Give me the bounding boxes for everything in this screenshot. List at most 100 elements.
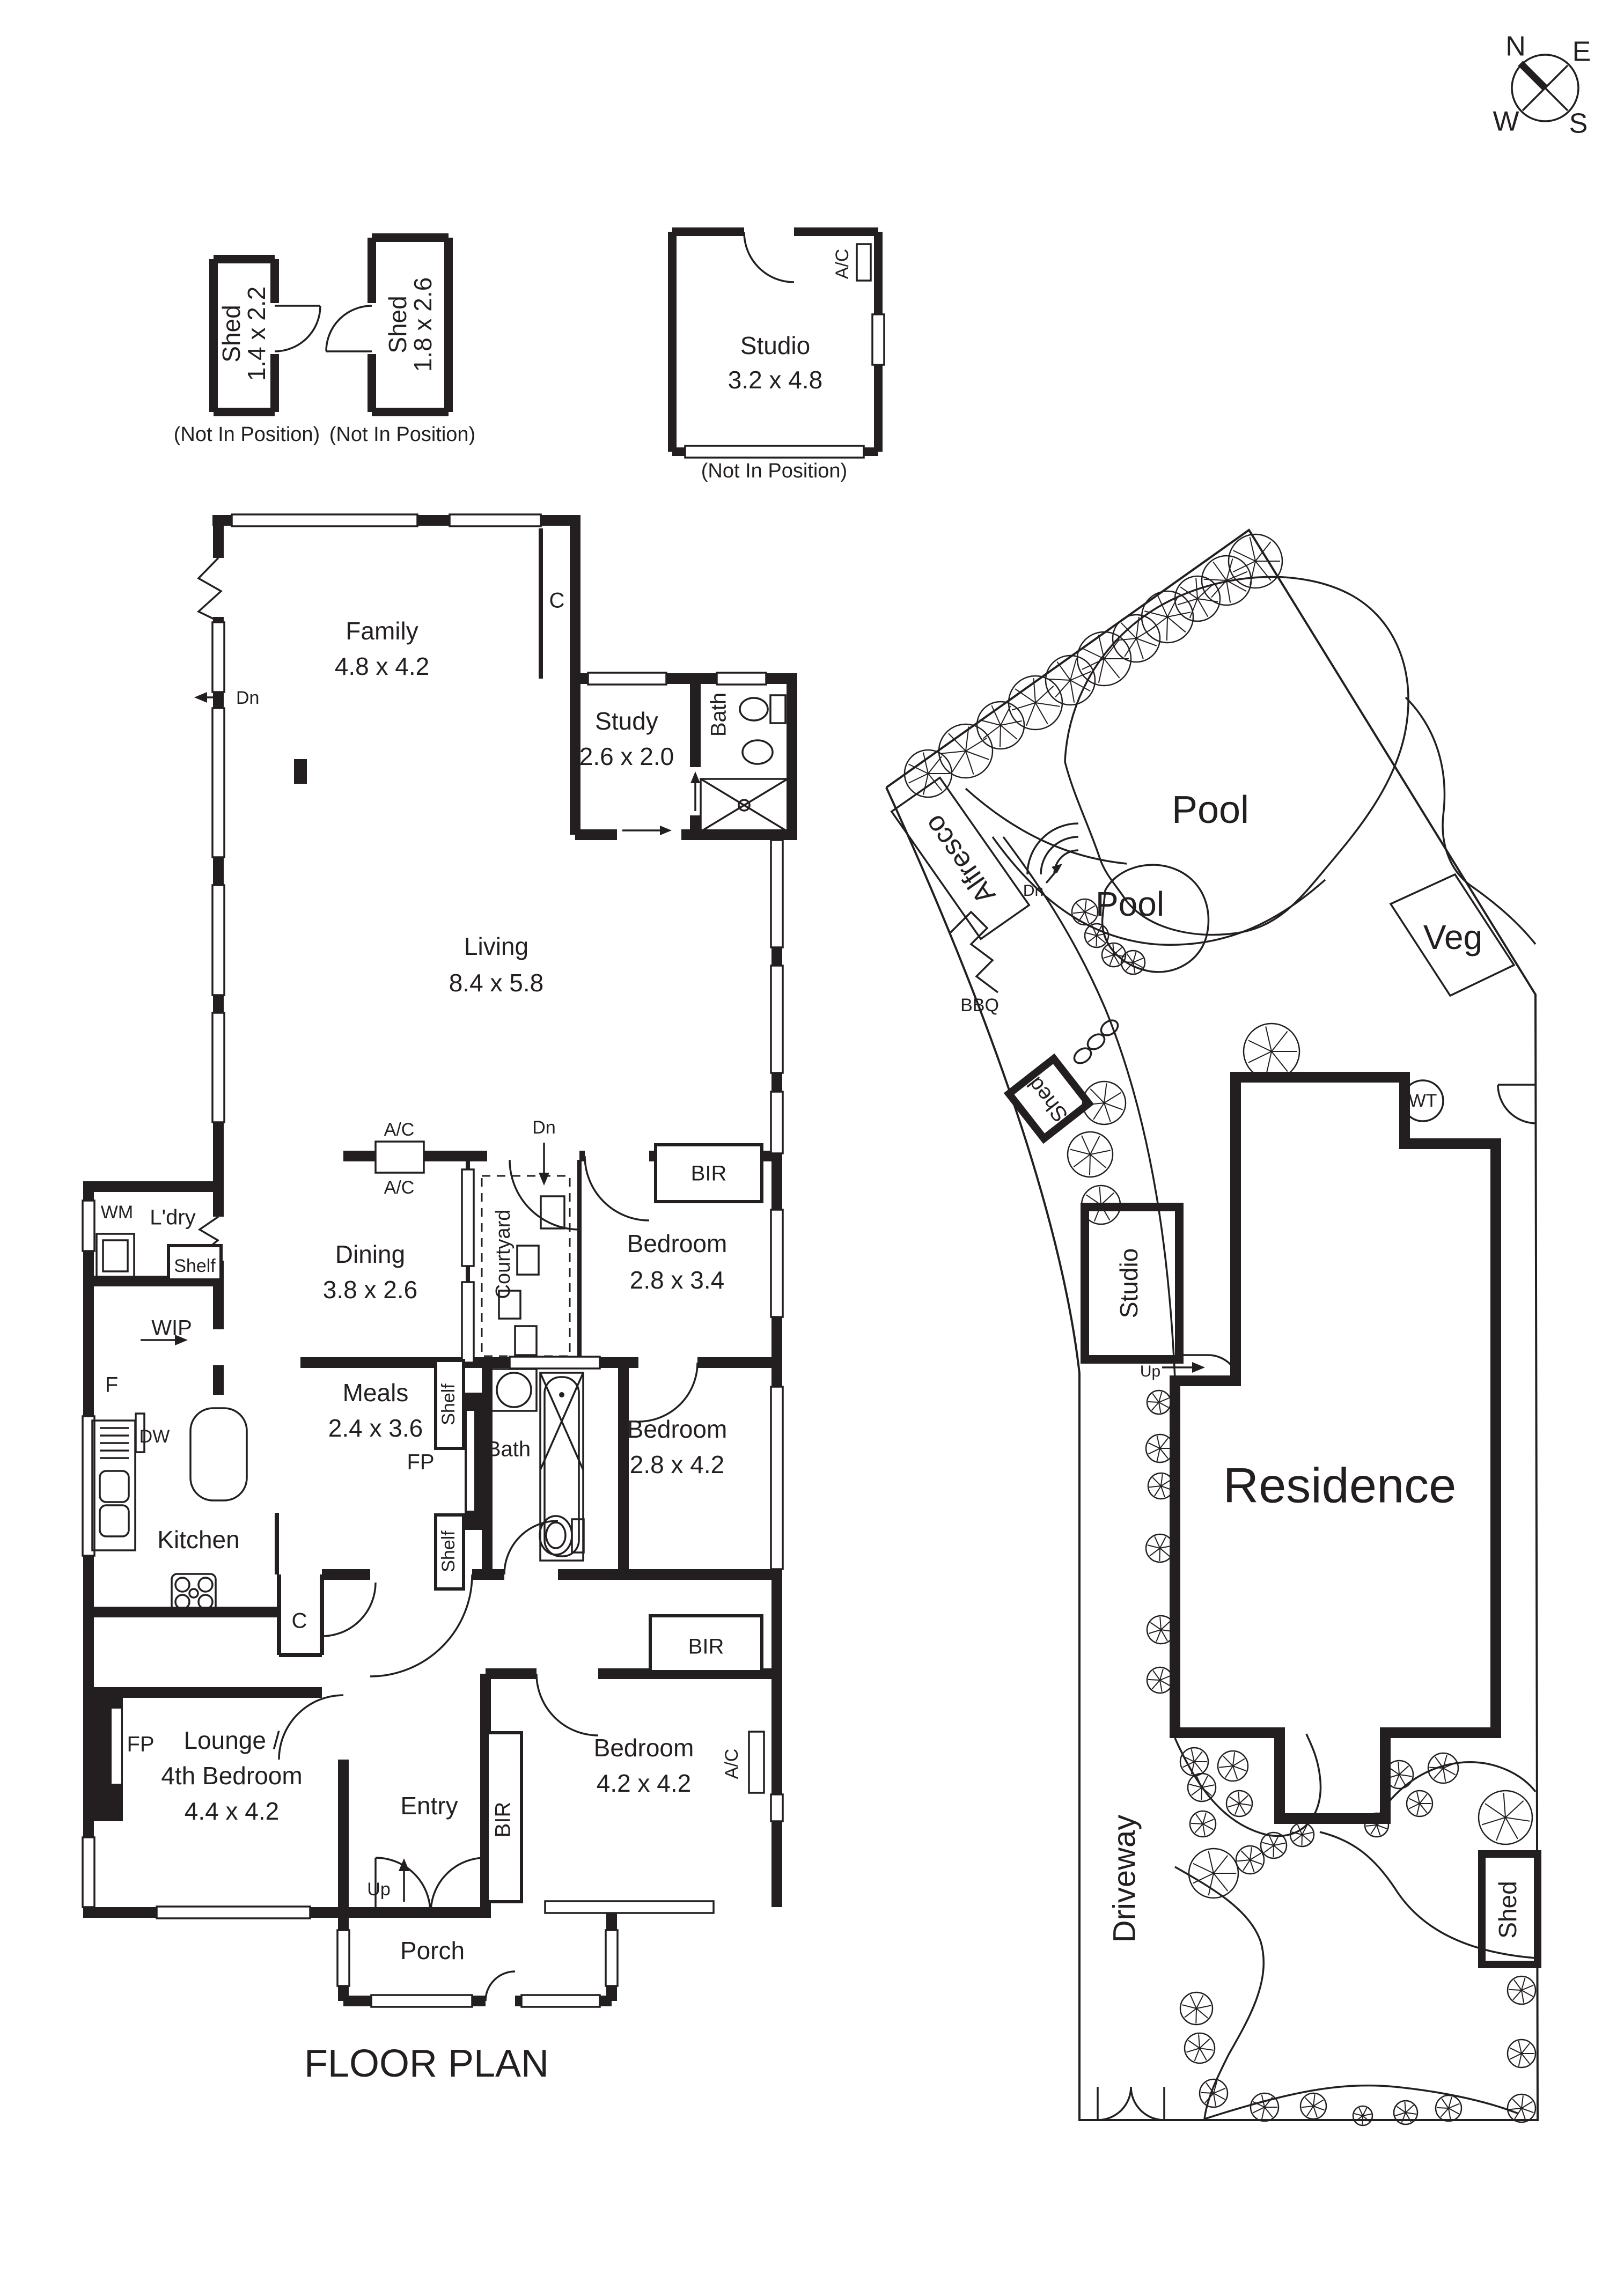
tree-icon [1081,1184,1121,1225]
shed1-note: (Not In Position) [174,423,320,446]
tree-icon [1427,1752,1459,1784]
shelf-label: Shelf [438,1384,459,1425]
compass-w: W [1493,106,1519,137]
room-label-porch: Porch [400,1937,465,1964]
tree-icon [938,723,994,779]
tree-icon [1507,1975,1537,2005]
tree-icon [1084,923,1109,948]
alfresco-label: Alfresco [918,809,1002,909]
outbuilding-shed1: Shed 1.4 x 2.2 (Not In Position) [174,255,321,446]
tree-icon [1199,2078,1229,2108]
built-in-robe [649,1614,763,1673]
tree-icon [1112,614,1161,663]
courtyard-paving [481,1175,571,1357]
tree-icon [1225,1790,1253,1817]
shelf-box [167,1244,223,1282]
kitchen-sink-icon [91,1419,136,1551]
tree-icon [1250,2092,1280,2122]
built-in-robe [486,1731,523,1903]
tree-icon [1147,1472,1175,1500]
dw-label: DW [139,1426,170,1447]
tree-icon [1507,2039,1537,2069]
studio-ac-unit [856,243,872,282]
bbq-bench [949,910,999,994]
tree-icon [1299,2092,1327,2120]
tree-icon [1478,1790,1533,1845]
outbuilding-studio: A/C Studio 3.2 x 4.8 (Not In Position) [668,227,885,482]
room-label-family: Family [346,617,418,645]
fp-label: FP [127,1733,154,1756]
tree-icon [1435,2094,1463,2122]
shelf-box [434,1359,465,1450]
alfresco-deck [890,776,1031,940]
tree-icon [1243,1022,1300,1080]
studio-label: Studio [740,332,810,359]
tree-icon [1184,2032,1216,2064]
room-label-dining: Dining [335,1240,405,1268]
room-label-bed3: Bedroom [594,1734,694,1762]
trees [903,533,1537,2126]
outbuilding-shed2: Shed 1.8 x 2.6 (Not In Position) [325,233,475,446]
built-in-robe [654,1143,763,1203]
tree-icon [1352,2105,1373,2126]
dn-label: Dn [236,688,259,708]
fridge-label: F [105,1373,118,1397]
shed1-label: Shed [217,305,245,362]
room-label-lounge1: Lounge / [183,1726,280,1754]
up-label: Up [367,1879,390,1900]
room-label-bed1: Bedroom [627,1230,728,1257]
tree-icon [1179,1991,1214,2026]
shed2-label: Shed [384,296,411,353]
site-shed-rotated [1003,1053,1094,1144]
tree-icon [1235,1845,1265,1875]
room-label-courtyard: Courtyard [492,1210,515,1299]
ac-unit [748,1731,765,1794]
bir-label: BIR [691,1162,727,1186]
site-studio-label: Studio [1115,1248,1143,1318]
room-size-bed3: 4.2 x 4.2 [597,1769,691,1797]
wall-break-icon [196,557,223,622]
tree-icon [1393,2100,1419,2125]
pool-label: Pool [1096,885,1164,923]
site-plan: Pool Pool Alfresco BBQ Shed Veg WT Studi… [885,528,1541,2126]
tree-icon [1174,575,1221,622]
tree-icon [1146,1389,1172,1415]
shed1-size: 1.4 x 2.2 [243,286,270,381]
room-size-bed2: 2.8 x 4.2 [630,1451,724,1478]
garden-edges [965,696,1537,2120]
tree-icon [1146,1666,1174,1694]
driveway-label: Driveway [1107,1815,1142,1943]
up-label: Up [1140,1363,1160,1380]
room-label-entry: Entry [400,1792,458,1820]
tree-icon [1082,1080,1127,1125]
studio-size: 3.2 x 4.8 [728,366,822,394]
bir-label: BIR [491,1802,515,1838]
fp-label: FP [407,1451,434,1474]
room-size-study: 2.6 x 2.0 [579,742,674,770]
room-label-laundry: L'dry [150,1206,195,1230]
plan-caption: FLOOR PLAN [304,2042,549,2085]
room-label-kitchen: Kitchen [157,1526,239,1554]
tree-icon [1146,1615,1176,1645]
veg-label: Veg [1423,918,1482,956]
residence-label: Residence [1223,1458,1457,1513]
veg-bed [1389,873,1516,997]
dn-label: Dn [532,1117,555,1138]
shed2-size: 1.8 x 2.6 [409,277,437,372]
compass-n: N [1505,31,1526,62]
site-shed-br [1478,1850,1541,1968]
room-label-lounge2: 4th Bedroom [161,1762,302,1790]
tree-icon [1201,555,1252,606]
compass-s: S [1569,108,1588,139]
tree-icon [1187,1772,1217,1802]
room-label-study: Study [595,707,658,735]
tree-icon [1406,1790,1434,1817]
windows [82,513,784,2008]
closet-label: C [292,1609,307,1633]
tree-icon [1217,1750,1249,1782]
wm-label: WM [101,1202,133,1223]
shelf-box [434,1513,465,1591]
room-size-bed1: 2.8 x 3.4 [630,1266,724,1294]
site-shed-br-label: Shed [1494,1881,1522,1938]
tree-icon [1384,1760,1414,1790]
